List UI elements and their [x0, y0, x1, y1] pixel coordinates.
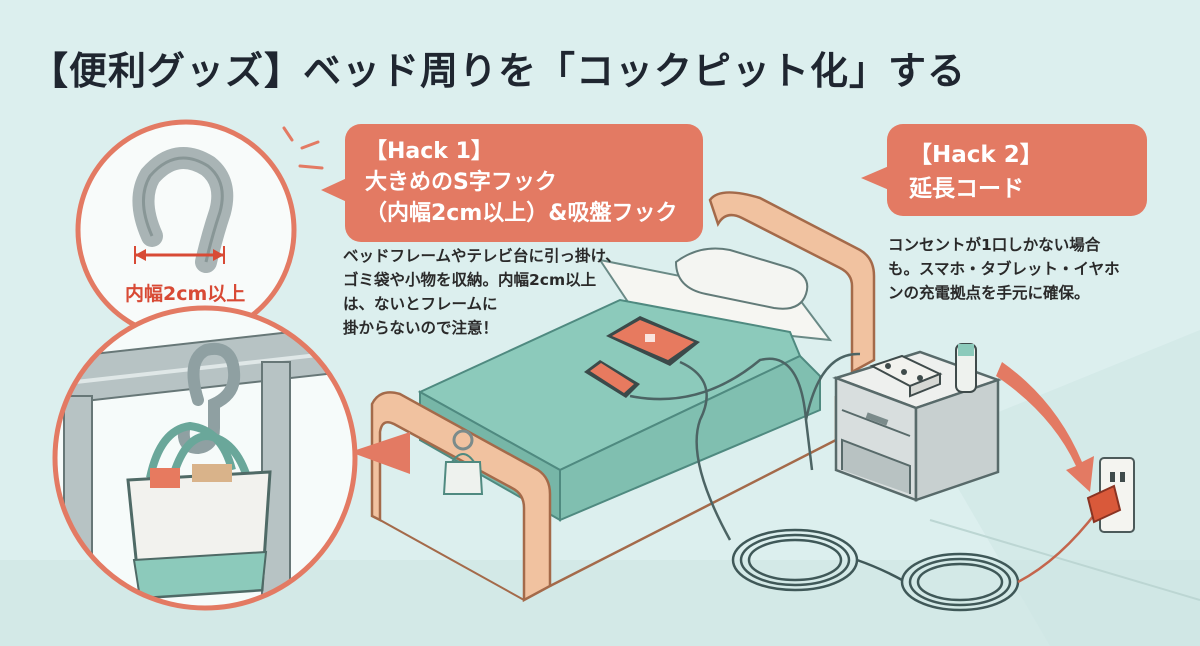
- cables: [629, 352, 861, 541]
- hack2-description: コンセントが1口しかない場合 も。スマホ・タブレット・イヤホ ンの充電拠点を手元…: [888, 233, 1120, 305]
- hack1-description: ベッドフレームやテレビ台に引っ掛け、 ゴミ袋や小物を収納。内幅2cm以上 は、な…: [343, 244, 621, 340]
- arrow-to-outlet: [996, 362, 1094, 492]
- wall-outlet: [1086, 457, 1135, 533]
- hook-zoom-arrow: [350, 432, 410, 474]
- hack2-name: 延長コード: [909, 176, 1024, 202]
- hack2-label: 【Hack 2】: [909, 142, 1043, 168]
- hack1-desc-line: ゴミ袋や小物を収納。内幅2cm以上: [343, 271, 597, 289]
- hook-zoom-circle: [75, 119, 297, 341]
- hack1-desc-line: は、ないとフレームに: [343, 295, 498, 313]
- hack2-desc-line: も。スマホ・タブレット・イヤホ: [888, 260, 1120, 278]
- hack2-callout: 【Hack 2】 延長コード: [861, 124, 1147, 216]
- hook-width-label: 内幅2cm以上: [125, 283, 246, 305]
- bag-zoom-circle: [52, 305, 358, 611]
- hack1-callout: 【Hack 1】 大きめのS字フック （内幅2cm以上）&吸盤フック: [321, 124, 703, 242]
- phone: [584, 360, 640, 398]
- tablet: [606, 316, 700, 366]
- hack2-desc-line: ンの充電拠点を手元に確保。: [888, 284, 1090, 302]
- hack1-desc-line: ベッドフレームやテレビ台に引っ掛け、: [343, 247, 621, 265]
- page-title: 【便利グッズ】ベッド周りを「コックピット化」する: [30, 49, 967, 93]
- hack1-label: 【Hack 1】: [365, 139, 493, 164]
- emphasis-strokes: [282, 126, 324, 170]
- cord-coils: [731, 509, 1099, 612]
- bed-hook-bag: [442, 429, 484, 495]
- hack1-desc-line: 掛からないので注意！: [343, 319, 499, 337]
- hack1-name-line2: （内幅2cm以上）&吸盤フック: [365, 201, 678, 226]
- nightstand: [832, 343, 1002, 502]
- hack2-desc-line: コンセントが1口しかない場合: [888, 236, 1101, 254]
- hack1-name-line1: 大きめのS字フック: [365, 170, 557, 195]
